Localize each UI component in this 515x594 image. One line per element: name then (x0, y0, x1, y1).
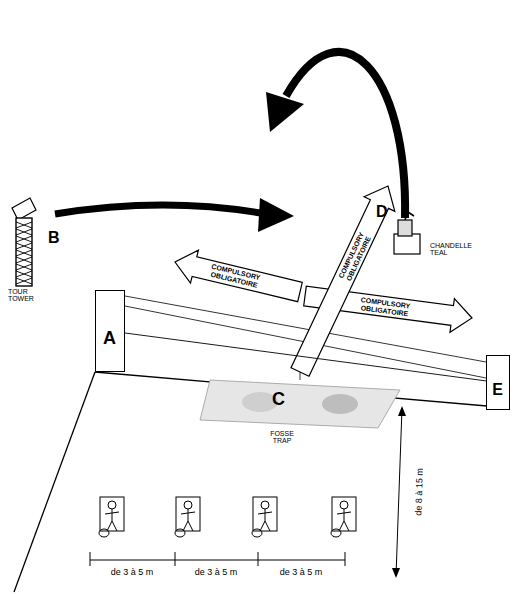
shooter-station (175, 497, 200, 537)
shooter-body (181, 509, 195, 531)
shooter-body (258, 509, 272, 531)
dimension-arrow (398, 406, 406, 416)
machine-arm (405, 212, 414, 220)
dimension-line (90, 560, 345, 561)
dimension-label: de 3 à 5 m (194, 568, 239, 578)
shooter-base (175, 529, 185, 537)
shooter-body (337, 509, 351, 531)
dimension-label: de 3 à 5 m (279, 568, 324, 578)
node-art (200, 378, 405, 450)
flight-arrow (175, 250, 302, 302)
dimension-label: de 8 à 15 m (414, 467, 426, 517)
tower-lattice (16, 229, 32, 235)
dimension-tick (175, 552, 176, 566)
arrow-head (266, 92, 304, 132)
station-box (253, 497, 277, 531)
arrow-head (258, 198, 294, 232)
station-box (332, 497, 356, 531)
dimension-tick (258, 552, 259, 566)
dimension-arrow (392, 568, 400, 578)
tower-lattice (16, 243, 32, 249)
shooter-head (184, 501, 192, 509)
tower-lattice (16, 257, 32, 263)
flight-line (300, 372, 301, 380)
shooter-body (105, 509, 119, 531)
shooter-head (261, 501, 269, 509)
shooter-base (99, 529, 109, 537)
node-art (374, 198, 502, 270)
tower-head (12, 198, 36, 220)
letter-label: D (376, 204, 396, 221)
station-box (100, 497, 124, 531)
tower-b: B TOUR TOWER (8, 196, 80, 308)
shooter-base (331, 529, 341, 537)
shooter-station (99, 497, 124, 537)
tower-lattice (16, 222, 32, 228)
trap-shade (322, 394, 358, 414)
dimension-label: de 3 à 5 m (110, 568, 155, 578)
name-label: CHANDELLE TEAL (430, 242, 480, 257)
trap-c: C FOSSE TRAP (200, 378, 405, 450)
station-box (176, 497, 200, 531)
letter-label: C (272, 390, 292, 409)
teal-d: D CHANDELLE TEAL (374, 198, 502, 270)
arrow-group (175, 186, 472, 376)
shooter-head (340, 501, 348, 509)
trap-area (200, 380, 400, 428)
tower-a: A (95, 290, 125, 372)
shooter-base (252, 529, 262, 537)
tower-lattice (16, 250, 32, 256)
letter-label: A (96, 329, 123, 348)
tower-body (16, 218, 32, 286)
tower-lattice (16, 264, 32, 270)
name-label: FOSSE TRAP (262, 430, 302, 445)
machine-body (398, 220, 412, 236)
dimension-tick (90, 552, 91, 566)
curved-arrow (55, 205, 266, 214)
dimension-tick (345, 552, 346, 566)
field-edge (14, 372, 95, 592)
name-label: TOUR TOWER (8, 288, 44, 303)
letter-label: E (487, 382, 508, 399)
flight-line (125, 333, 486, 381)
tower-e: E (486, 355, 510, 410)
letter-label: B (48, 230, 68, 247)
shooter-station (252, 497, 277, 537)
shooter-head (108, 501, 116, 509)
tower-lattice (16, 271, 32, 277)
tower-lattice (16, 236, 32, 242)
shooter-station (331, 497, 356, 537)
compulsory-label: COMPULSORY OBLIGATOIRE (354, 295, 415, 318)
tower-lattice (16, 278, 32, 284)
machine-base (394, 234, 420, 254)
dimension-line (396, 408, 402, 576)
